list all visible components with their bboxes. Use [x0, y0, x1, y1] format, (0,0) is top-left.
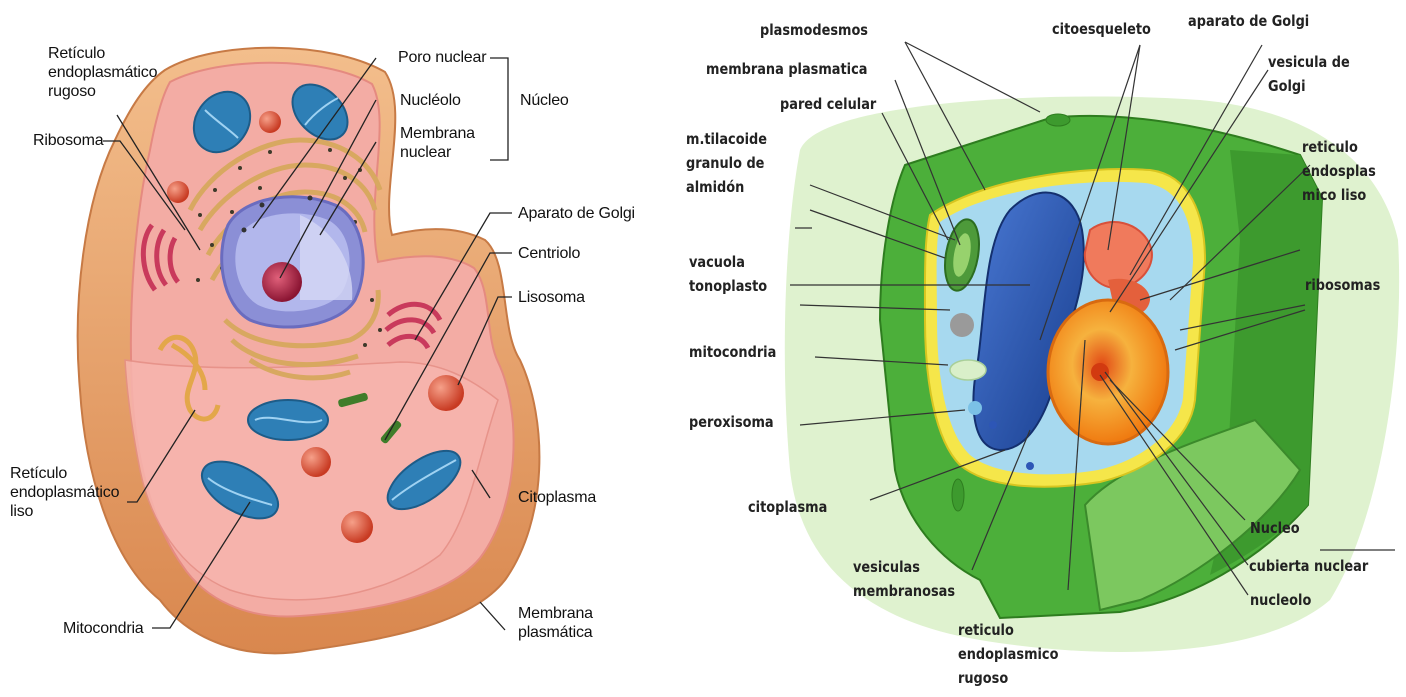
plasmodesmos-pore: [1046, 114, 1070, 126]
label-citoplasma: Citoplasma: [518, 488, 596, 507]
label-membrana-nuclear: Membrana nuclear: [400, 124, 475, 162]
label-nucleo: Núcleo: [520, 91, 569, 110]
label-tilacoide-almidon: m.tilacoide granulo de almidón: [686, 127, 767, 199]
label-peroxisoma: peroxisoma: [689, 413, 774, 432]
label-ribosomas: ribosomas: [1305, 276, 1380, 295]
label-citoplasma-plant: citoplasma: [748, 498, 827, 517]
nuclear-pore: [260, 203, 265, 208]
label-poro-nuclear: Poro nuclear: [398, 48, 486, 67]
label-vesicula-golgi: vesicula de Golgi: [1268, 50, 1350, 98]
label-nucleo-plant: Nucleo: [1250, 519, 1300, 538]
nucleolus: [262, 262, 302, 302]
label-ribosoma: Ribosoma: [33, 131, 103, 150]
label-cubierta-nuclear: cubierta nuclear: [1249, 557, 1368, 576]
mitochondrion-plant: [950, 360, 986, 380]
animal-nucleus: [222, 196, 363, 328]
label-aparato-golgi-plant: aparato de Golgi: [1188, 12, 1309, 31]
label-mitocondria: Mitocondria: [63, 619, 144, 638]
label-lisosoma: Lisosoma: [518, 288, 585, 307]
label-reticulo-rugoso: Retículo endoplasmático rugoso: [48, 44, 157, 101]
label-vesiculas: vesiculas membranosas: [853, 555, 955, 603]
label-nucleolo: Nucléolo: [400, 91, 461, 110]
label-nucleolo-plant: nucleolo: [1250, 591, 1311, 610]
small-vesicle-1: [1026, 462, 1034, 470]
peroxisome: [968, 401, 982, 415]
label-centriolo: Centriolo: [518, 244, 580, 263]
label-membrana-plasmatica: Membrana plasmática: [518, 604, 593, 642]
label-aparato-golgi: Aparato de Golgi: [518, 204, 635, 223]
plant-nucleolus: [1091, 363, 1109, 381]
label-reticulo-rugoso-plant: reticulo endoplasmico rugoso: [958, 618, 1058, 690]
plasmodesmos-pore-2: [952, 479, 964, 511]
grey-body: [950, 313, 974, 337]
small-vesicle-3: [989, 421, 997, 429]
label-reticulo-liso-plant: reticulo endosplas mico liso: [1302, 135, 1376, 207]
label-plasmodesmos: plasmodesmos: [760, 21, 868, 40]
label-membrana-plasmatica-plant: membrana plasmatica: [706, 60, 867, 79]
label-reticulo-liso: Retículo endoplasmático liso: [10, 464, 119, 521]
label-pared-celular: pared celular: [780, 95, 876, 114]
label-vacuola: vacuola tonoplasto: [689, 250, 767, 298]
label-citoesqueleto: citoesqueleto: [1052, 20, 1151, 39]
label-mitocondria-plant: mitocondria: [689, 343, 776, 362]
